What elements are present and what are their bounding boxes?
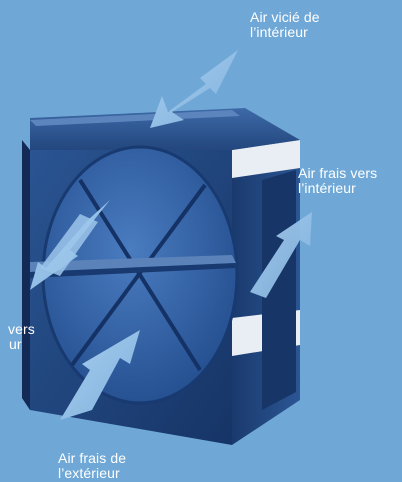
label-line: Air frais vers xyxy=(298,166,377,181)
casing-left-edge xyxy=(22,140,30,410)
label-stale-air-from-inside: Air vicié de l’intérieur xyxy=(250,10,320,40)
label-line: Air frais de xyxy=(58,451,126,466)
label-fresh-air-from-outside: Air frais de l’extérieur xyxy=(58,451,126,481)
label-line: l’extérieur xyxy=(58,466,126,481)
label-stale-air-to-outside: vers ur xyxy=(8,322,35,352)
label-fresh-air-to-inside: Air frais vers l’intérieur xyxy=(298,166,377,196)
label-line: Air vicié de xyxy=(250,10,320,25)
label-line: l’intérieur xyxy=(298,181,377,196)
label-line: ur xyxy=(8,337,35,352)
label-line: vers xyxy=(8,322,35,337)
label-line: l’intérieur xyxy=(250,25,320,40)
